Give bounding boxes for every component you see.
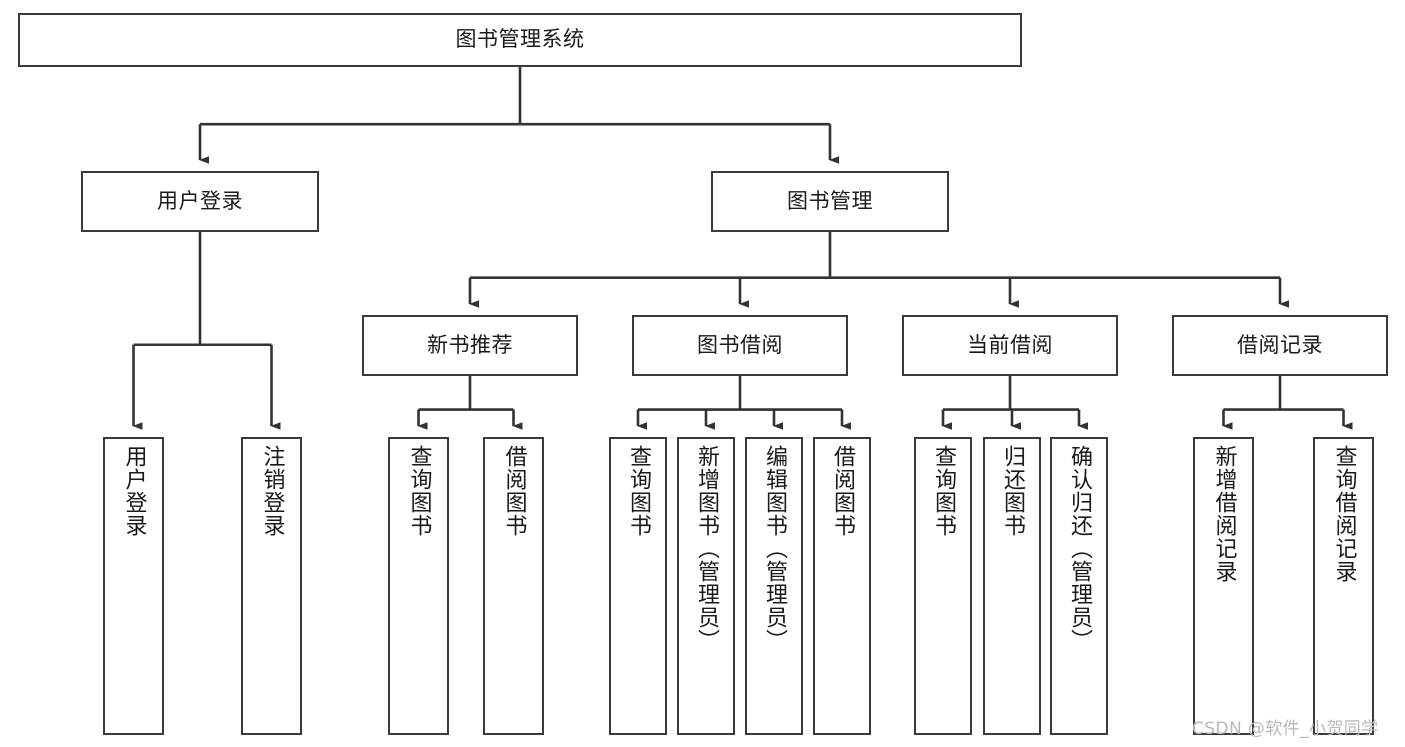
node-leaf-query-book-rec[interactable]: 查询图书 bbox=[388, 437, 449, 735]
node-book-manage[interactable]: 图书管理 bbox=[711, 171, 949, 232]
node-new-book-rec[interactable]: 新书推荐 bbox=[362, 315, 578, 376]
node-leaf-add-book[interactable]: 新增图书（管理员） bbox=[677, 437, 735, 735]
node-label-leaf-query-book-cb: 查询图书 bbox=[930, 445, 956, 537]
node-user-login[interactable]: 用户登录 bbox=[81, 171, 319, 232]
node-label-leaf-edit-book: 编辑图书（管理员） bbox=[761, 445, 787, 652]
node-label-leaf-return-book: 归还图书 bbox=[999, 445, 1025, 537]
node-leaf-return-book[interactable]: 归还图书 bbox=[983, 437, 1041, 735]
node-label-borrow-record: 借阅记录 bbox=[1237, 332, 1323, 357]
node-leaf-borrow-book-br[interactable]: 借阅图书 bbox=[813, 437, 871, 735]
node-leaf-edit-book[interactable]: 编辑图书（管理员） bbox=[745, 437, 803, 735]
node-label-leaf-add-book: 新增图书（管理员） bbox=[693, 445, 719, 652]
node-label-leaf-query-book-rec: 查询图书 bbox=[406, 445, 432, 537]
node-label-current-borrow: 当前借阅 bbox=[967, 332, 1053, 357]
node-label-leaf-user-logout: 注销登录 bbox=[259, 445, 285, 537]
node-label-leaf-query-record: 查询借阅记录 bbox=[1331, 445, 1357, 583]
node-current-borrow[interactable]: 当前借阅 bbox=[902, 315, 1118, 376]
node-label-book-manage: 图书管理 bbox=[787, 188, 873, 213]
node-root[interactable]: 图书管理系统 bbox=[18, 13, 1022, 67]
node-leaf-user-login[interactable]: 用户登录 bbox=[103, 437, 164, 735]
node-borrow-record[interactable]: 借阅记录 bbox=[1172, 315, 1388, 376]
node-leaf-query-book-br[interactable]: 查询图书 bbox=[609, 437, 667, 735]
node-leaf-add-record[interactable]: 新增借阅记录 bbox=[1193, 437, 1254, 735]
node-label-new-book-rec: 新书推荐 bbox=[427, 332, 513, 357]
node-label-user-login: 用户登录 bbox=[157, 188, 243, 213]
node-label-leaf-borrow-book-rec: 借阅图书 bbox=[501, 445, 527, 537]
node-book-borrow[interactable]: 图书借阅 bbox=[632, 315, 848, 376]
node-leaf-query-record[interactable]: 查询借阅记录 bbox=[1313, 437, 1374, 735]
node-leaf-user-logout[interactable]: 注销登录 bbox=[241, 437, 302, 735]
node-label-root: 图书管理系统 bbox=[455, 27, 585, 52]
node-leaf-query-book-cb[interactable]: 查询图书 bbox=[914, 437, 972, 735]
node-leaf-confirm-return[interactable]: 确认归还（管理员） bbox=[1050, 437, 1108, 735]
node-label-leaf-borrow-book-br: 借阅图书 bbox=[829, 445, 855, 537]
node-leaf-borrow-book-rec[interactable]: 借阅图书 bbox=[483, 437, 544, 735]
node-label-leaf-user-login: 用户登录 bbox=[121, 445, 147, 537]
node-label-book-borrow: 图书借阅 bbox=[697, 332, 783, 357]
node-label-leaf-add-record: 新增借阅记录 bbox=[1211, 445, 1237, 583]
node-label-leaf-query-book-br: 查询图书 bbox=[625, 445, 651, 537]
node-label-leaf-confirm-return: 确认归还（管理员） bbox=[1066, 445, 1092, 652]
edge-path-group bbox=[132, 67, 1353, 430]
